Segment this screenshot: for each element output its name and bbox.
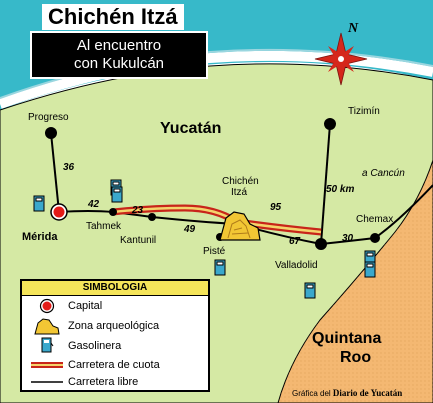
legend-label-free: Carretera libre [68, 376, 139, 388]
subtitle-line-1: Al encuentro [76, 37, 162, 54]
legend-row-free: Carretera libre [26, 374, 208, 390]
credit: Gráfica del Diario de Yucatán [292, 388, 402, 398]
ruins-icon [26, 318, 68, 335]
legend-header: SIMBOLOGIA [22, 281, 208, 296]
subtitle-box: Al encuentro con Kukulcán [30, 31, 208, 79]
label-kantunil: Kantunil [120, 235, 156, 246]
label-chichen: Chichén [222, 176, 259, 187]
legend-label-gas: Gasolinera [68, 340, 122, 352]
label-chemax: Chemax [356, 214, 393, 225]
subtitle-line-2: con Kukulcán [73, 55, 165, 72]
compass-rose-icon [314, 32, 368, 86]
gas-station-icon [304, 282, 316, 299]
gas-station-icon [364, 261, 376, 278]
legend: SIMBOLOGIA Capital Zona arqueológica Gas… [20, 279, 210, 392]
gas-station-icon [111, 186, 123, 203]
town-kantunil [148, 213, 156, 221]
north-label: N [347, 21, 359, 36]
legend-row-toll: Carretera de cuota [26, 357, 208, 373]
legend-row-gas: Gasolinera [26, 337, 208, 354]
label-piste: Pisté [203, 246, 226, 257]
gas-station-icon [214, 259, 226, 276]
town-tizimin [324, 118, 336, 130]
distance-valladolid-chemax: 30 [342, 233, 354, 244]
town-valladolid [315, 238, 327, 250]
town-chemax [370, 233, 380, 243]
distance-merida-tahmek: 42 [87, 199, 100, 210]
toll-road-swatch [26, 357, 68, 373]
legend-row-archaeological: Zona arqueológica [26, 318, 208, 335]
capital-icon [26, 298, 68, 314]
ruins-icon [219, 211, 261, 241]
distance-kantunil-chichen: 49 [183, 224, 196, 235]
town-progreso [45, 127, 57, 139]
legend-label-capital: Capital [68, 300, 103, 312]
distance-chichen-valladolid-toll: 95 [270, 202, 282, 213]
credit-prefix: Gráfica del [292, 389, 331, 398]
label-tizimin: Tizimín [348, 106, 380, 117]
gas-station-icon [26, 337, 68, 354]
capital-icon [50, 203, 68, 221]
legend-label-toll: Carretera de cuota [68, 359, 160, 371]
label-progreso: Progreso [28, 112, 69, 123]
distance-tahmek-kantunil: 23 [131, 205, 144, 216]
label-quintana-roo: Quintana [312, 330, 381, 347]
distance-chichen-valladolid-free: 67 [289, 236, 301, 247]
legend-row-capital: Capital [26, 298, 208, 314]
label-chichen-2: Itzá [231, 187, 248, 198]
free-road-swatch [26, 374, 68, 390]
gas-station-icon [33, 195, 45, 212]
map-title: Chichén Itzá [42, 4, 184, 30]
distance-valladolid-tizimin: 50 km [326, 184, 354, 195]
label-quintana-roo-2: Roo [340, 349, 371, 366]
legend-label-archaeological: Zona arqueológica [68, 320, 160, 332]
label-cancun: a Cancún [362, 168, 405, 179]
label-yucatan: Yucatán [160, 120, 221, 137]
town-tahmek [109, 208, 117, 216]
gas-station-icon [33, 179, 376, 299]
label-merida: Mérida [22, 231, 58, 243]
label-tahmek: Tahmek [86, 221, 122, 232]
distance-progreso-merida: 36 [63, 162, 75, 173]
label-valladolid: Valladolid [275, 260, 318, 271]
credit-source: Diario de Yucatán [332, 388, 403, 398]
